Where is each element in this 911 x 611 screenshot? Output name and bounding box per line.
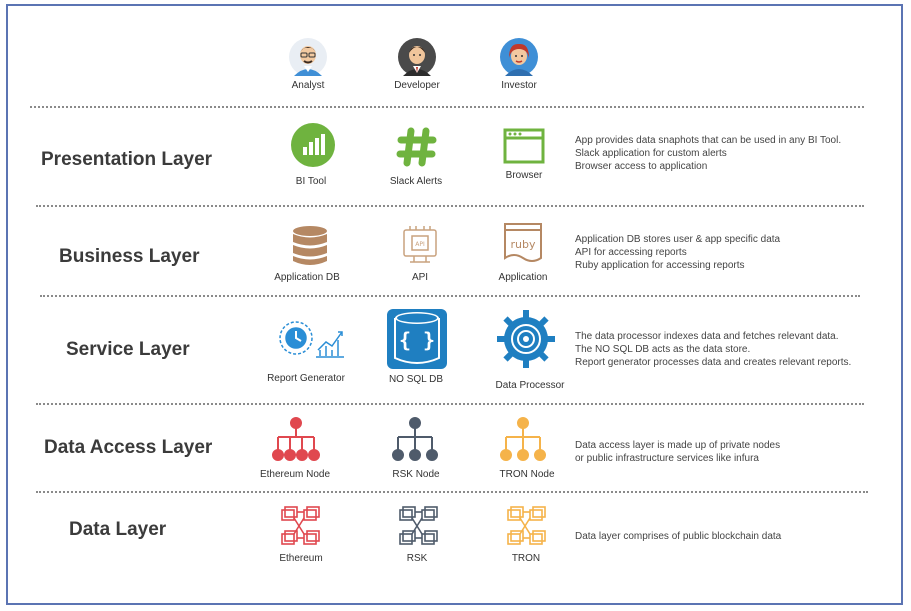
item-label-rsk-node: RSK Node [392,469,440,480]
data-processor-gear-icon [495,308,557,370]
item-label-ethereum: Ethereum [279,553,323,564]
layer-title-service: Service Layer [66,339,190,360]
investor-avatar-icon [500,38,538,76]
item-label-nosql-db: NO SQL DB [388,374,444,385]
layer-title-business: Business Layer [59,246,200,267]
tron-node-tree-icon [500,417,546,465]
item-label-slack-alerts: Slack Alerts [389,176,443,187]
description-line: Slack application for custom alerts [575,148,727,159]
layer-title-data: Data Layer [69,519,167,540]
rsk-blocks-icon [397,506,441,550]
rsk-node-tree-icon [392,417,438,465]
description-line: Ruby application for accessing reports [575,260,745,271]
divider-3 [40,295,860,297]
description-line: Data access layer is made up of private … [575,440,781,451]
slack-hash-icon [396,126,438,168]
svg-text:API: API [415,241,425,248]
divider-4 [36,403,864,405]
persona-label-analyst: Analyst [291,80,325,91]
item-label-report-generator: Report Generator [267,373,345,384]
ruby-document-icon: ruby [502,222,544,266]
layer-description-presentation: App provides data snaphots that can be u… [575,134,841,173]
browser-window-icon [503,128,545,164]
description-line: The data processor indexes data and fetc… [575,331,839,342]
description-line: or public infrastructure services like i… [575,453,759,464]
item-label-tron-node: TRON Node [499,469,555,480]
item-label-tron: TRON [511,553,541,564]
divider-1 [30,106,864,108]
item-label-ethereum-node: Ethereum Node [259,469,331,480]
description-line: Data layer comprises of public blockchai… [575,531,782,542]
analyst-avatar-icon [289,38,327,76]
layer-title-data-access: Data Access Layer [44,437,213,458]
divider-2 [36,205,864,207]
item-label-application: Application [498,272,548,283]
item-label-browser: Browser [505,170,543,181]
developer-avatar-icon [398,38,436,76]
layer-description-business: Application DB stores user & app specifi… [575,233,780,272]
description-line: API for accessing reports [575,247,687,258]
item-label-application-db: Application DB [274,272,340,283]
item-label-api: API [411,272,429,283]
layer-title-presentation: Presentation Layer [41,149,213,170]
description-line: Report generator processes data and crea… [575,357,852,368]
persona-label-developer: Developer [394,80,440,91]
report-generator-gear-icon [274,310,350,366]
description-line: The NO SQL DB acts as the data store. [575,344,751,355]
tron-blocks-icon [505,506,549,550]
layer-description-data-access: Data access layer is made up of private … [575,439,780,465]
diagram-frame [6,4,903,605]
item-label-bi-tool: BI Tool [295,176,327,187]
layer-description-data: Data layer comprises of public blockchai… [575,530,781,543]
layer-description-service: The data processor indexes data and fetc… [575,330,851,369]
description-line: Browser access to application [575,161,708,172]
nosql-db-icon: { } [386,308,448,370]
description-line: App provides data snaphots that can be u… [575,135,842,146]
ruby-text: ruby [511,238,536,251]
item-label-data-processor: Data Processor [495,380,565,391]
ethereum-blocks-icon [279,506,323,550]
nosql-braces-glyph: { } [398,328,436,352]
api-chip-icon: API [400,224,440,264]
ethereum-node-tree-icon [272,417,320,465]
bi-chart-icon [290,122,336,168]
persona-label-investor: Investor [501,80,537,91]
database-icon [290,224,330,268]
description-line: Application DB stores user & app specifi… [575,234,781,245]
divider-5 [36,491,868,493]
item-label-rsk: RSK [406,553,428,564]
